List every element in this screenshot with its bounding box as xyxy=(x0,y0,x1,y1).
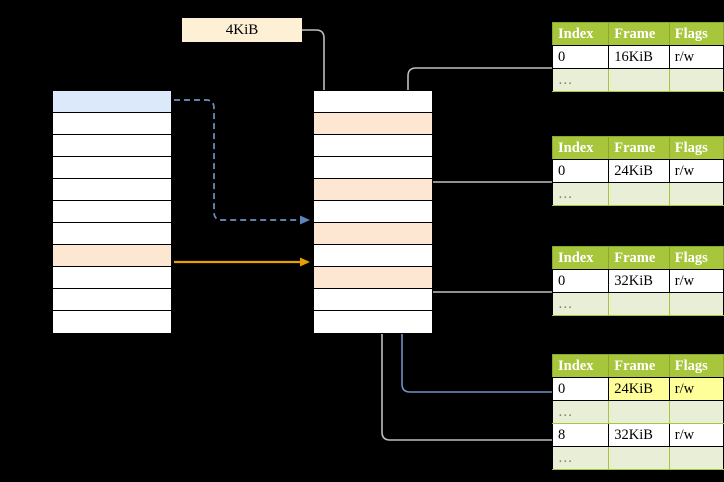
physical-row-9 xyxy=(314,267,432,289)
physical-row-5 xyxy=(314,179,432,201)
cell-frame xyxy=(608,400,670,424)
page-table-3: Index Frame Flags 0 32KiB r/w … xyxy=(551,246,724,316)
cell-frame: 32KiB xyxy=(608,269,670,293)
page-table-4: Index Frame Flags 0 24KiB r/w … 8 32KiB … xyxy=(551,354,724,470)
table-row: 0 24KiB r/w xyxy=(551,377,724,401)
page-size-label: 4KiB xyxy=(182,18,302,42)
table-row: 0 32KiB r/w xyxy=(551,269,724,293)
cell-index: 0 xyxy=(551,159,610,183)
column-header-flags: Flags xyxy=(668,136,724,160)
physical-row-10 xyxy=(314,289,432,311)
table-row: 8 32KiB r/w xyxy=(551,423,724,447)
column-header-frame: Frame xyxy=(608,246,670,270)
column-header-flags: Flags xyxy=(668,22,724,46)
table-row-ellipsis: … xyxy=(551,182,724,206)
cell-index: … xyxy=(551,292,610,316)
cell-frame xyxy=(608,68,670,92)
column-header-index: Index xyxy=(551,246,610,270)
cell-flags: r/w xyxy=(668,45,724,69)
table-row: 0 24KiB r/w xyxy=(551,159,724,183)
cell-index: 0 xyxy=(551,45,610,69)
cell-index: … xyxy=(551,68,610,92)
cell-flags: r/w xyxy=(668,423,724,447)
table-header-row: Index Frame Flags xyxy=(551,354,724,378)
physical-row-7 xyxy=(314,223,432,245)
virtual-address-space-column xyxy=(52,90,172,334)
column-header-frame: Frame xyxy=(608,22,670,46)
physical-row-4 xyxy=(314,157,432,179)
virtual-row-6 xyxy=(53,201,171,223)
cell-flags xyxy=(668,292,724,316)
cell-frame xyxy=(608,446,670,470)
page-table-2: Index Frame Flags 0 24KiB r/w … xyxy=(551,136,724,206)
cell-flags xyxy=(668,400,724,424)
virtual-row-3 xyxy=(53,135,171,157)
virtual-row-9 xyxy=(53,267,171,289)
column-header-frame: Frame xyxy=(608,354,670,378)
page-table-1: Index Frame Flags 0 16KiB r/w … xyxy=(551,22,724,92)
cell-flags xyxy=(668,182,724,206)
cell-flags xyxy=(668,446,724,470)
wire-virtual-blue-dashed xyxy=(174,99,310,225)
table-row-ellipsis: … xyxy=(551,68,724,92)
physical-address-space-column xyxy=(313,90,433,334)
cell-flags: r/w xyxy=(668,159,724,183)
table-header-row: Index Frame Flags xyxy=(551,246,724,270)
virtual-row-1 xyxy=(53,91,171,113)
cell-frame xyxy=(608,292,670,316)
cell-frame: 24KiB xyxy=(608,159,670,183)
virtual-row-7 xyxy=(53,223,171,245)
table-row-ellipsis: … xyxy=(551,400,724,424)
cell-index: 8 xyxy=(551,423,610,447)
cell-frame: 16KiB xyxy=(608,45,670,69)
physical-row-11 xyxy=(314,311,432,333)
table-row-ellipsis: … xyxy=(551,446,724,470)
table-row-ellipsis: … xyxy=(551,292,724,316)
cell-frame xyxy=(608,182,670,206)
cell-index: 0 xyxy=(551,269,610,293)
physical-row-2 xyxy=(314,113,432,135)
cell-index: … xyxy=(551,446,610,470)
virtual-row-11 xyxy=(53,311,171,333)
cell-index: 0 xyxy=(551,377,610,401)
column-header-index: Index xyxy=(551,354,610,378)
physical-row-1 xyxy=(314,91,432,113)
cell-flags xyxy=(668,68,724,92)
table-header-row: Index Frame Flags xyxy=(551,136,724,160)
column-header-index: Index xyxy=(551,136,610,160)
virtual-row-5 xyxy=(53,179,171,201)
virtual-row-2 xyxy=(53,113,171,135)
cell-flags-highlighted: r/w xyxy=(668,377,724,401)
table-header-row: Index Frame Flags xyxy=(551,22,724,46)
cell-flags: r/w xyxy=(668,269,724,293)
table-row: 0 16KiB r/w xyxy=(551,45,724,69)
virtual-row-4 xyxy=(53,157,171,179)
physical-row-8 xyxy=(314,245,432,267)
column-header-flags: Flags xyxy=(668,354,724,378)
physical-row-3 xyxy=(314,135,432,157)
virtual-row-8 xyxy=(53,245,171,267)
cell-index: … xyxy=(551,400,610,424)
column-header-frame: Frame xyxy=(608,136,670,160)
column-header-index: Index xyxy=(551,22,610,46)
cell-index: … xyxy=(551,182,610,206)
physical-row-6 xyxy=(314,201,432,223)
column-header-flags: Flags xyxy=(668,246,724,270)
virtual-row-10 xyxy=(53,289,171,311)
cell-frame: 32KiB xyxy=(608,423,670,447)
cell-frame-highlighted: 24KiB xyxy=(608,377,670,401)
